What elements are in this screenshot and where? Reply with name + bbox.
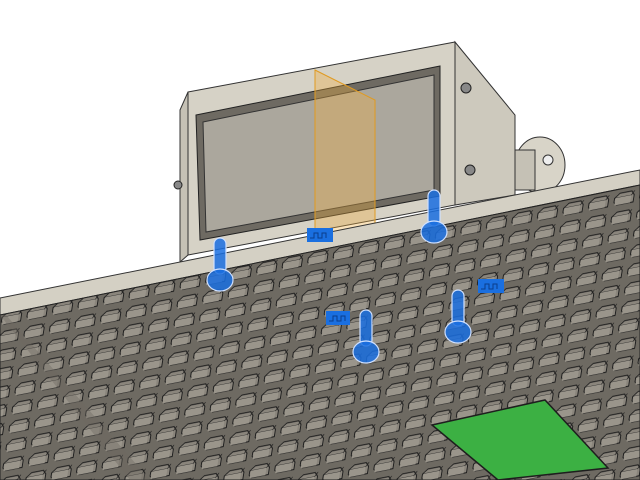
joint-icon[interactable] xyxy=(307,228,333,242)
bolt-icon[interactable] xyxy=(444,289,472,344)
joint-icon[interactable] xyxy=(326,311,350,325)
joint-icon[interactable] xyxy=(478,279,504,293)
bolt-icon[interactable] xyxy=(420,189,448,244)
bolt-icon[interactable] xyxy=(206,237,234,292)
bolt-icon[interactable] xyxy=(352,309,380,364)
pcb-board[interactable] xyxy=(430,399,610,480)
base-plate[interactable] xyxy=(0,169,640,480)
